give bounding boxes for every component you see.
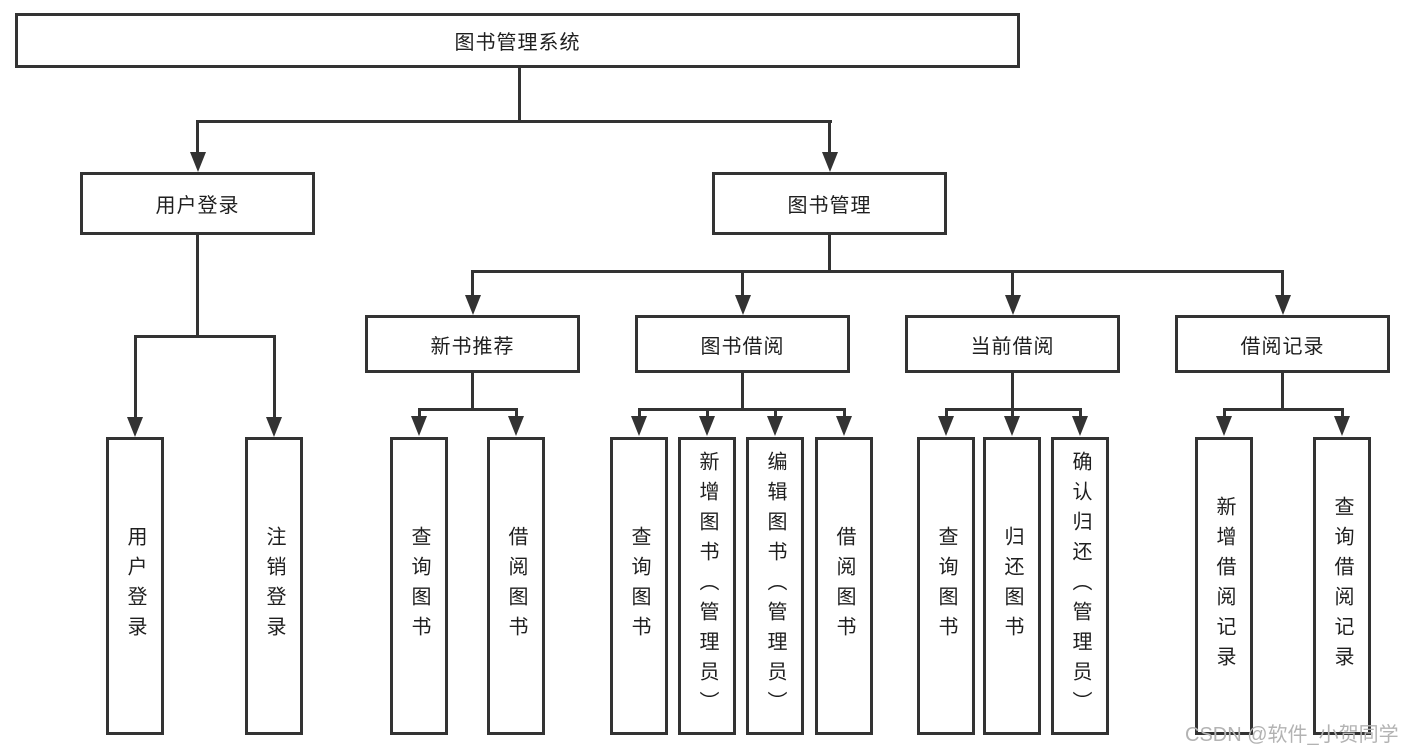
- leaf-bb-query-books-label: 查询图书: [628, 526, 650, 646]
- connector-user-login-trunk: [196, 235, 199, 337]
- leaf-cb-query-books-label: 查询图书: [935, 526, 957, 646]
- connector-leaf-shaft: [945, 408, 948, 420]
- connector-leaf-shaft: [1341, 408, 1344, 420]
- arrow-down-icon: [631, 416, 647, 436]
- leaf-bb-add-books: 新增图书（管理员）: [678, 437, 736, 735]
- leaf-cb-query-books: 查询图书: [917, 437, 975, 735]
- node-borrow-records-label: 借阅记录: [1240, 335, 1325, 358]
- leaf-bb-add-books-label: 新增图书（管理员）: [696, 451, 718, 721]
- connector-user-login-hline: [134, 335, 276, 338]
- connector-new-book-shaft: [471, 270, 474, 297]
- connector-book-borrow-shaft: [741, 270, 744, 297]
- arrow-down-icon: [1072, 416, 1088, 436]
- leaf-user-login: 用户登录: [106, 437, 164, 735]
- arrow-down-icon: [699, 416, 715, 436]
- node-book-management-label: 图书管理: [787, 195, 872, 217]
- arrow-down-icon: [1216, 416, 1232, 436]
- connector-leaf-shaft: [706, 408, 709, 420]
- watermark: CSDN @软件_小贺同学: [1185, 724, 1399, 746]
- arrow-down-icon: [1004, 416, 1020, 436]
- connector-borrow-records-hline: [1223, 408, 1344, 411]
- leaf-logout: 注销登录: [245, 437, 303, 735]
- leaf-br-add-record: 新增借阅记录: [1195, 437, 1253, 735]
- arrow-down-icon: [411, 416, 427, 436]
- node-user-login: 用户登录: [80, 172, 315, 235]
- connector-leaf-shaft: [1079, 408, 1082, 420]
- leaf-br-add-record-label: 新增借阅记录: [1213, 496, 1235, 676]
- connector-new-book-trunk: [471, 373, 474, 410]
- leaf-cb-return-books: 归还图书: [983, 437, 1041, 735]
- node-new-book-recommend-label: 新书推荐: [430, 335, 515, 358]
- node-book-borrow-label: 图书借阅: [700, 335, 785, 358]
- arrow-down-icon: [266, 417, 282, 437]
- connector-level2-hline: [196, 120, 832, 123]
- node-book-management: 图书管理: [712, 172, 947, 235]
- arrow-down-icon: [836, 416, 852, 436]
- leaf-logout-label: 注销登录: [263, 526, 285, 646]
- leaf-bb-borrow-books-label: 借阅图书: [833, 526, 855, 646]
- arrow-down-icon: [127, 417, 143, 437]
- leaf-user-login-label: 用户登录: [124, 526, 146, 646]
- leaf-cb-return-books-label: 归还图书: [1001, 526, 1023, 646]
- connector-leaf-shaft: [638, 408, 641, 420]
- arrow-down-icon: [465, 295, 481, 315]
- arrow-down-icon: [767, 416, 783, 436]
- arrow-down-icon: [1334, 416, 1350, 436]
- connector-current-borrow-shaft: [1011, 270, 1014, 297]
- node-book-borrow: 图书借阅: [635, 315, 850, 373]
- leaf-nbr-borrow-books-label: 借阅图书: [505, 526, 527, 646]
- leaf-nbr-query-books-label: 查询图书: [408, 526, 430, 646]
- connector-book-management-shaft: [828, 120, 831, 154]
- node-current-borrow-label: 当前借阅: [970, 335, 1055, 358]
- connector-leaf-shaft: [418, 408, 421, 420]
- connector-level3-hline: [471, 270, 1284, 273]
- connector-current-borrow-trunk: [1011, 373, 1014, 410]
- leaf-bb-edit-books-label: 编辑图书（管理员）: [764, 451, 786, 721]
- node-root: 图书管理系统: [15, 13, 1020, 68]
- leaf-br-query-record: 查询借阅记录: [1313, 437, 1371, 735]
- connector-borrow-records-trunk: [1281, 373, 1284, 410]
- leaf-bb-query-books: 查询图书: [610, 437, 668, 735]
- leaf-nbr-query-books: 查询图书: [390, 437, 448, 735]
- arrow-down-icon: [1005, 295, 1021, 315]
- connector-book-borrow-hline: [638, 408, 846, 411]
- arrow-down-icon: [1275, 295, 1291, 315]
- connector-leaf-shaft: [273, 335, 276, 417]
- connector-user-login-shaft: [196, 120, 199, 154]
- arrow-down-icon: [190, 152, 206, 172]
- leaf-br-query-record-label: 查询借阅记录: [1331, 496, 1353, 676]
- arrow-down-icon: [822, 152, 838, 172]
- node-root-label: 图书管理系统: [454, 32, 581, 54]
- connector-leaf-shaft: [774, 408, 777, 420]
- connector-root-trunk: [518, 68, 521, 123]
- connector-borrow-records-shaft: [1281, 270, 1284, 297]
- leaf-bb-borrow-books: 借阅图书: [815, 437, 873, 735]
- node-current-borrow: 当前借阅: [905, 315, 1120, 373]
- connector-leaf-shaft: [843, 408, 846, 420]
- arrow-down-icon: [735, 295, 751, 315]
- node-new-book-recommend: 新书推荐: [365, 315, 580, 373]
- leaf-cb-confirm-return-label: 确认归还（管理员）: [1069, 451, 1091, 721]
- leaf-bb-edit-books: 编辑图书（管理员）: [746, 437, 804, 735]
- leaf-nbr-borrow-books: 借阅图书: [487, 437, 545, 735]
- arrow-down-icon: [508, 416, 524, 436]
- connector-book-management-trunk: [828, 235, 831, 273]
- leaf-cb-confirm-return: 确认归还（管理员）: [1051, 437, 1109, 735]
- connector-leaf-shaft: [134, 335, 137, 417]
- connector-leaf-shaft: [1223, 408, 1226, 420]
- connector-leaf-shaft: [515, 408, 518, 420]
- connector-leaf-shaft: [1011, 408, 1014, 420]
- connector-new-book-hline: [418, 408, 518, 411]
- node-user-login-label: 用户登录: [155, 195, 240, 217]
- node-borrow-records: 借阅记录: [1175, 315, 1390, 373]
- arrow-down-icon: [938, 416, 954, 436]
- connector-book-borrow-trunk: [741, 373, 744, 410]
